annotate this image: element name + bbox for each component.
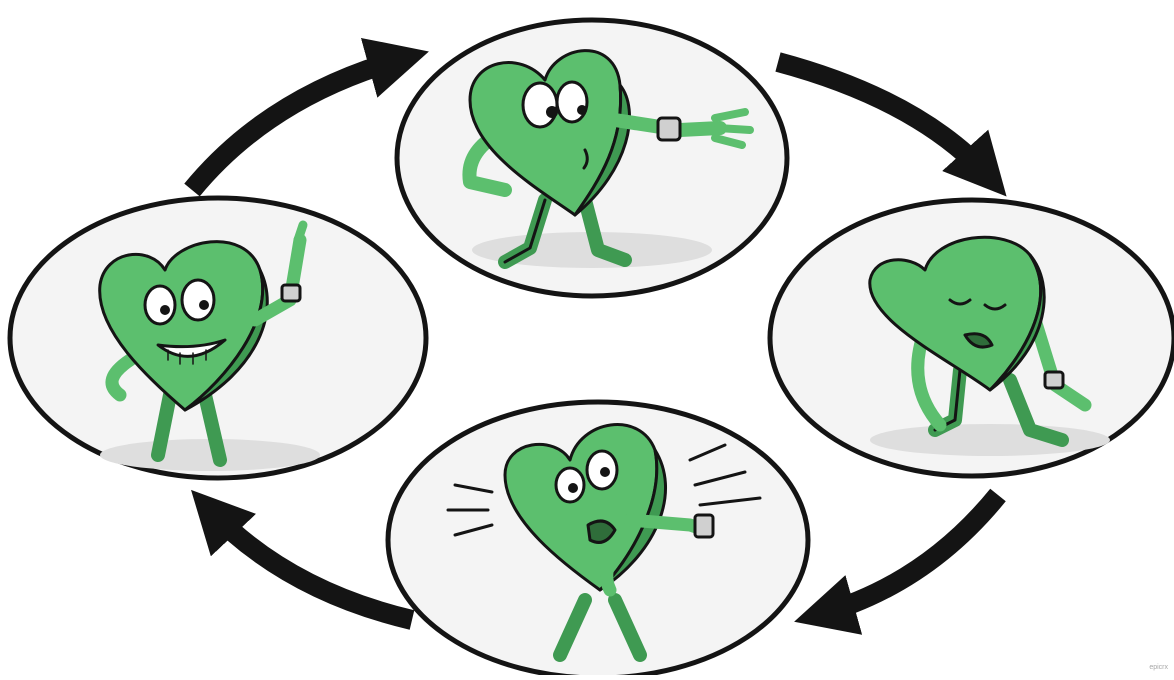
cycle-arrow-bottom-left <box>208 508 412 620</box>
cycle-arrow-bottom-right <box>818 495 998 615</box>
stage-top-ellipse <box>397 20 787 296</box>
stage-bottom-ellipse <box>388 402 808 675</box>
cycle-arrow-top-left <box>192 58 405 190</box>
stage-left-ellipse <box>10 198 426 478</box>
cycle-arrow-top-right <box>778 62 990 178</box>
watermark-logo: epicrx <box>1149 664 1168 671</box>
stage-right-ellipse <box>770 200 1174 476</box>
